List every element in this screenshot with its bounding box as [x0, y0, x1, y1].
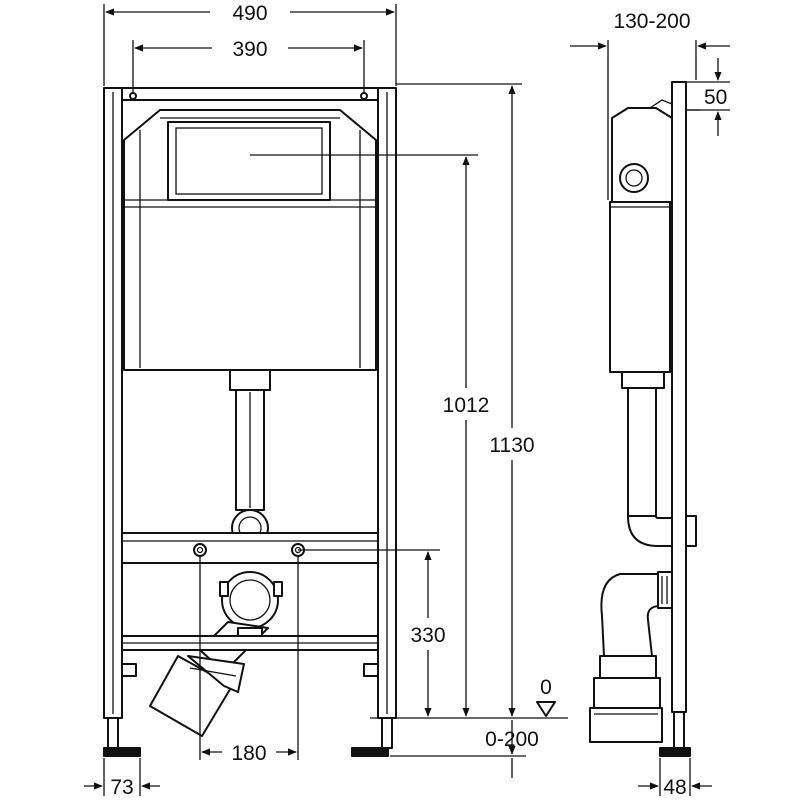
side-frame-post [659, 81, 700, 757]
dimension-1130: 1130 [396, 83, 535, 717]
drain-outlet [149, 655, 245, 737]
label-floor-level: 0 [540, 676, 552, 699]
dimension-50: 50 [686, 58, 730, 136]
floor-level-triangle [536, 701, 556, 717]
label-1130: 1130 [489, 434, 534, 457]
label-1012: 1012 [443, 394, 490, 417]
label-490: 490 [232, 2, 267, 25]
actuator-opening [167, 121, 331, 201]
dimension-73: 73 [84, 758, 160, 799]
lower-rail [121, 635, 379, 651]
side-drain-bend [589, 571, 673, 743]
label-48: 48 [663, 776, 686, 799]
label-180: 180 [231, 742, 266, 765]
dimension-330: 330 [298, 549, 446, 717]
side-view: 130-200 50 48 [570, 10, 730, 799]
bolt-rail [121, 532, 379, 564]
flush-pipe [229, 369, 271, 547]
label-330: 330 [410, 624, 445, 647]
dimension-130-200: 130-200 [570, 10, 730, 200]
front-view: 490 390 1012 1130 330 [84, 2, 568, 799]
label-73: 73 [110, 776, 133, 799]
drain-bend [199, 571, 283, 673]
dimension-1012: 1012 [250, 154, 490, 717]
foot-brackets [121, 663, 379, 677]
label-0-200: 0-200 [485, 728, 539, 751]
side-cistern [609, 99, 673, 389]
top-rail [121, 87, 379, 101]
side-flush-pipe [627, 387, 673, 547]
dimension-0-200: 0-200 [390, 720, 539, 778]
dimension-48: 48 [638, 758, 712, 799]
label-390: 390 [232, 38, 267, 61]
dimension-390: 390 [132, 38, 365, 92]
finished-floor-line: 0 [370, 676, 568, 719]
frame-post-left [103, 87, 141, 757]
label-130-200: 130-200 [613, 10, 690, 33]
label-50: 50 [704, 86, 727, 109]
dimension-180: 180 [199, 556, 299, 765]
dimension-490: 490 [103, 2, 397, 86]
